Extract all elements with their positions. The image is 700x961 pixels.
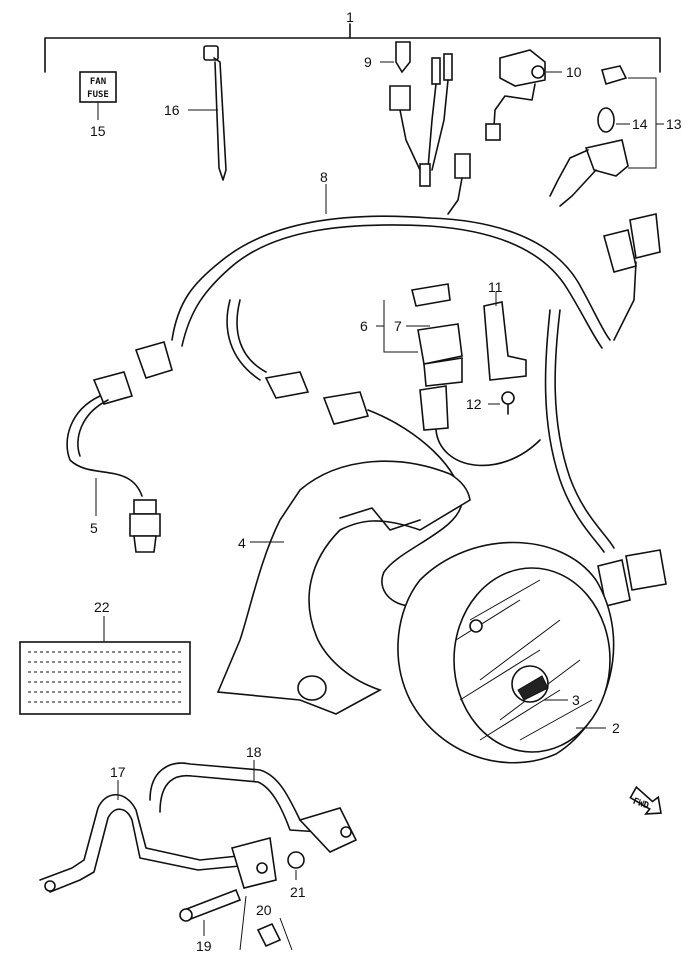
cable-tie-part	[188, 45, 227, 181]
callout-9: 9	[364, 54, 372, 70]
callout-11: 11	[488, 279, 503, 295]
inline-connectors	[264, 283, 541, 607]
callout-5: 5	[90, 520, 98, 536]
harness-end-connectors	[597, 213, 667, 607]
relay-bracket-part	[483, 292, 527, 381]
callout-17: 17	[110, 764, 126, 780]
thermo-switch-part	[95, 478, 161, 553]
callout-20: 20	[256, 902, 272, 918]
main-wiring-harness	[171, 184, 615, 553]
connector-part	[485, 49, 562, 141]
forward-direction-arrow: FWD	[629, 785, 662, 815]
bolt-collar-nut-parts	[179, 851, 305, 951]
callout-21: 21	[290, 884, 306, 900]
callout-numbers: 1 2 3 4 5 6 7 8 9 10 11 12 13 14 15 16 1…	[90, 9, 682, 954]
callout-2: 2	[612, 720, 620, 736]
fuse-part	[380, 41, 471, 215]
fan-shroud-part	[216, 460, 471, 715]
callout-19: 19	[196, 938, 212, 954]
callout-8: 8	[320, 169, 328, 185]
fuse-label-line1: FAN	[90, 77, 106, 87]
callout-14: 14	[632, 116, 648, 132]
callout-6: 6	[360, 318, 368, 334]
callout-15: 15	[90, 123, 106, 139]
mounting-bracket-parts	[39, 760, 358, 893]
sensor-connector	[66, 341, 173, 497]
callout-10: 10	[566, 64, 582, 80]
fuse-label-line2: FUSE	[87, 90, 109, 100]
fan-motor-housing-part	[397, 541, 615, 764]
assembly-bracket-1	[44, 23, 661, 73]
screw-part	[488, 391, 515, 415]
fan-fuse-label-part: FAN FUSE	[79, 71, 117, 120]
callout-4: 4	[238, 535, 246, 551]
callout-22: 22	[94, 599, 110, 615]
callout-1: 1	[346, 9, 354, 25]
bulb-socket-assembly-part	[549, 65, 664, 207]
callout-3: 3	[572, 692, 580, 708]
callout-18: 18	[246, 744, 262, 760]
callout-13: 13	[666, 116, 682, 132]
caution-label-part	[19, 616, 191, 715]
callout-7: 7	[394, 318, 402, 334]
callout-12: 12	[466, 396, 482, 412]
callout-16: 16	[164, 102, 180, 118]
